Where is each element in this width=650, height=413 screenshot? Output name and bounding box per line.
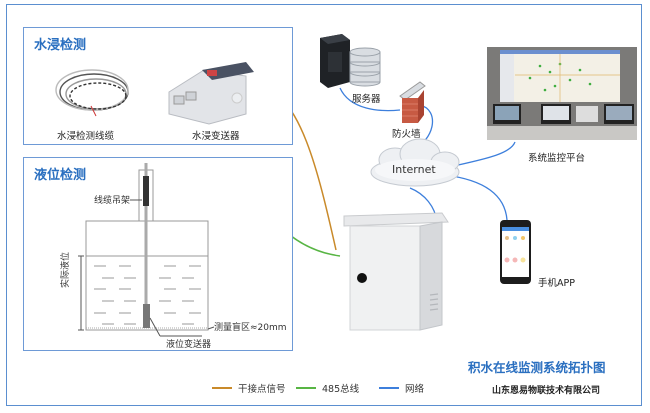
cable-hanger-label: 线缆吊架	[94, 196, 131, 206]
company-name: 山东恩易物联技术有限公司	[492, 386, 601, 396]
firewall-label: 防火墙	[392, 129, 421, 140]
liquid-level-title: 液位检测	[34, 168, 87, 183]
network-swatch	[379, 387, 399, 389]
monitor-platform-label: 系统监控平台	[528, 153, 586, 164]
network-line-server-firewall	[339, 87, 401, 112]
legend-network: 网络	[379, 381, 424, 395]
mobile-app-label: 手机APP	[538, 278, 575, 289]
sensor-cable-icon	[55, 69, 129, 117]
liquid-level-diagram	[78, 163, 215, 337]
diagram-frame	[6, 4, 642, 406]
level-transmitter-label: 液位变送器	[166, 340, 212, 350]
sensor-cable-label: 水浸检测线缆	[57, 131, 115, 142]
din-rail-transmitter-icon	[168, 62, 254, 125]
dry-contact-swatch	[212, 387, 232, 389]
legend-dry-contact: 干接点信号	[212, 381, 286, 395]
internet-label: Internet	[392, 163, 436, 176]
liquid-level-panel: 液位检测 线缆吊架 实际液位 测量盲区≈20mm 液位变送器	[23, 157, 293, 351]
water-immersion-title: 水浸检测	[34, 38, 87, 53]
bus485-swatch	[296, 387, 316, 389]
legend-dry-contact-label: 干接点信号	[238, 384, 286, 395]
water-immersion-panel: 水浸检测 水浸检测线缆 水浸变送器	[23, 27, 293, 145]
legend-bus485: 485总线	[296, 381, 359, 395]
diagram-title: 积水在线监测系统拓扑图	[468, 360, 606, 375]
blind-zone-label: 测量盲区≈20mm	[214, 323, 287, 333]
legend-bus485-label: 485总线	[322, 384, 360, 395]
legend-network-label: 网络	[405, 384, 425, 395]
server-label: 服务器	[352, 94, 381, 105]
transmitter-label: 水浸变送器	[192, 131, 240, 142]
